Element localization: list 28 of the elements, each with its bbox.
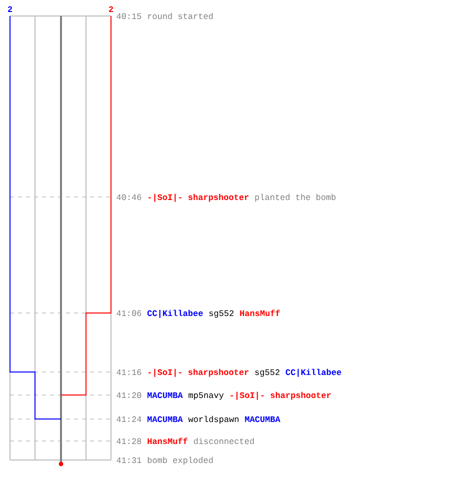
event-text: bomb exploded	[148, 456, 213, 465]
timestamp: 41:24	[116, 416, 142, 422]
player-name: HansMuff	[148, 438, 188, 444]
player-name: HansMuff	[240, 310, 280, 316]
player-name: CC|Killabee	[147, 310, 203, 318]
player-count: 2	[108, 6, 114, 12]
timestamp: 40:15	[116, 13, 142, 20]
weapon-name: mp5navy	[188, 392, 224, 400]
timestamp: 40:46	[116, 194, 142, 200]
event-text: disconnected	[194, 438, 254, 444]
weapon-name: sg552	[209, 310, 234, 318]
player-name: -|SoI|- sharpshooter	[148, 368, 248, 377]
timestamp: 41:20	[116, 392, 142, 398]
player-name: MACUMBA	[148, 392, 183, 398]
player-name: MACUMBA	[148, 416, 183, 422]
player-name: MACUMBA	[245, 416, 280, 422]
timestamp: 41:16	[116, 369, 142, 376]
timestamp: 41:31	[116, 457, 142, 464]
player-name: -|SoI|- sharpshooter	[230, 392, 331, 400]
event-text: round started	[148, 12, 213, 20]
timestamp: 41:06	[116, 310, 142, 316]
weapon-name: worldspawn	[188, 416, 238, 424]
player-name: CC|Killabee	[286, 368, 342, 377]
weapon-name: sg552	[255, 369, 280, 377]
player-name: -|SoI|- sharpshooter	[148, 194, 248, 202]
player-count: 2	[8, 6, 12, 12]
timestamp: 41:28	[116, 438, 142, 444]
event-text: planted the bomb	[255, 194, 336, 202]
